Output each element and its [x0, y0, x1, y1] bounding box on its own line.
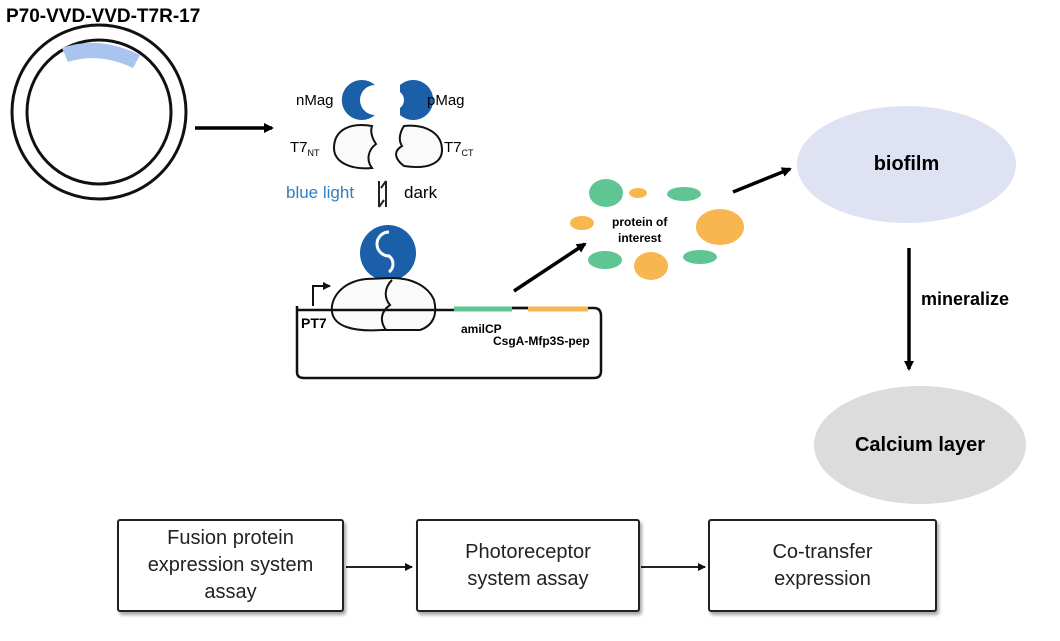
- assembled-mag-shape: [360, 225, 416, 281]
- mineralize-label: mineralize: [921, 289, 1010, 309]
- dna-construct: [295, 282, 603, 380]
- calcium-ellipse: Calcium layer: [814, 386, 1026, 504]
- plasmid-title: P70-VVD-VVD-T7R-17: [6, 6, 201, 27]
- csga-label: CsgA-Mfp3S-pep: [493, 334, 590, 348]
- promoter-label: PT7: [301, 315, 327, 331]
- arrow-proteins-to-biofilm: [732, 167, 792, 194]
- nmag-label: nMag: [296, 92, 334, 109]
- pmag-label: pMag: [427, 92, 465, 109]
- t7ct-label: T7CT: [444, 139, 474, 158]
- equilibrium-arrows: [378, 180, 387, 208]
- plasmid-ring: [10, 23, 188, 201]
- biofilm-ellipse: biofilm: [797, 106, 1016, 223]
- t7nt-label: T7NT: [290, 139, 320, 158]
- blue-light-label: blue light: [286, 183, 355, 202]
- t7ct-shape: [395, 124, 444, 168]
- biofilm-label: biofilm: [873, 153, 940, 175]
- amilcp-label: amilCP: [461, 322, 502, 336]
- step-box-fusion: Fusion protein expression system assay: [117, 519, 344, 612]
- protein-blobs: [570, 179, 744, 280]
- plasmid-insert-highlight: [62, 42, 140, 68]
- dark-label: dark: [404, 183, 438, 202]
- pmag-shape: [400, 80, 434, 120]
- arrow-construct-to-proteins: [513, 242, 587, 293]
- step-box-photoreceptor: Photoreceptor system assay: [416, 519, 640, 612]
- t7nt-shape: [332, 124, 378, 170]
- nmag-shape: [341, 80, 375, 120]
- step-box-cotransfer: Co-transfer expression: [708, 519, 937, 612]
- protein-label: protein of interest: [612, 215, 668, 245]
- promoter-arrow: [312, 282, 331, 306]
- calcium-label: Calcium layer: [854, 433, 986, 456]
- assembled-t7-shape: [330, 276, 437, 332]
